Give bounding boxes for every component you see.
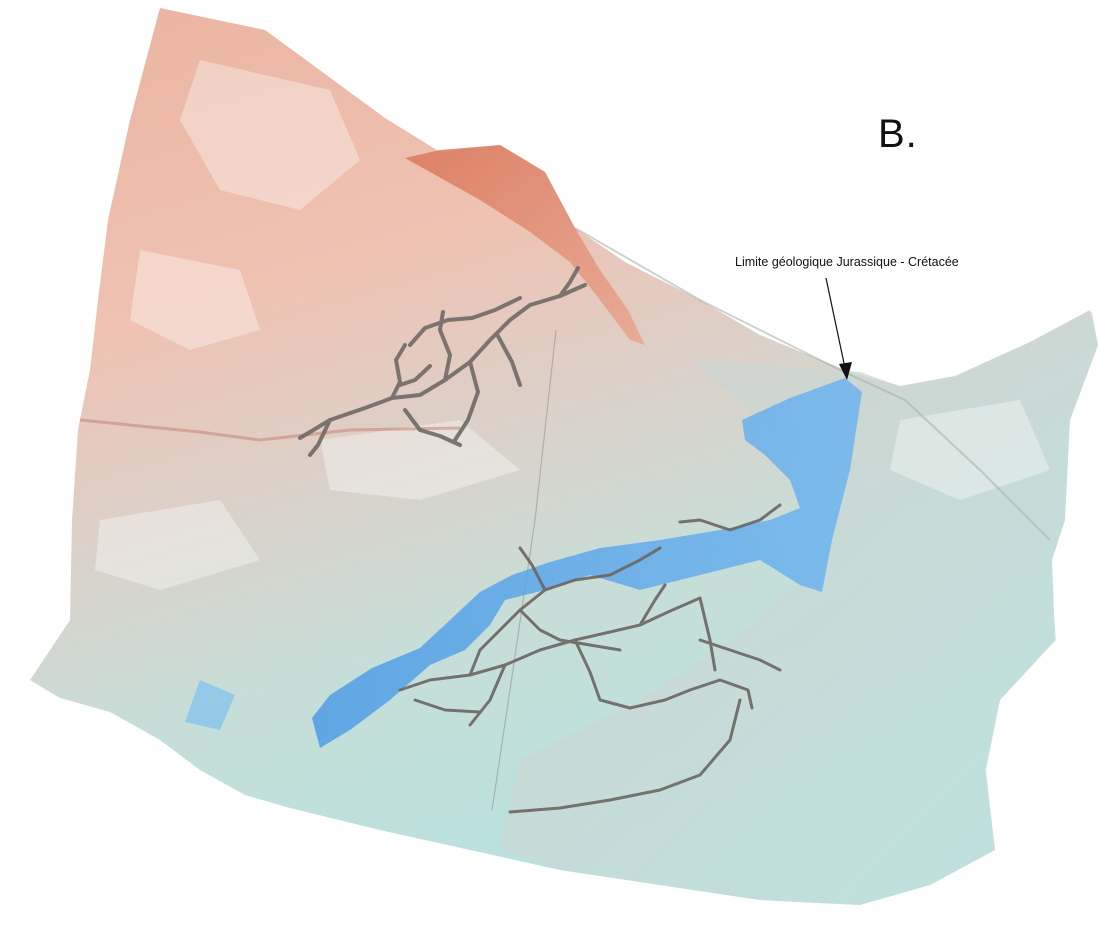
annotation-arrow-line	[826, 278, 845, 368]
panel-label: B.	[878, 112, 918, 157]
boundary-annotation: Limite géologique Jurassique - Crétacée	[735, 255, 959, 269]
